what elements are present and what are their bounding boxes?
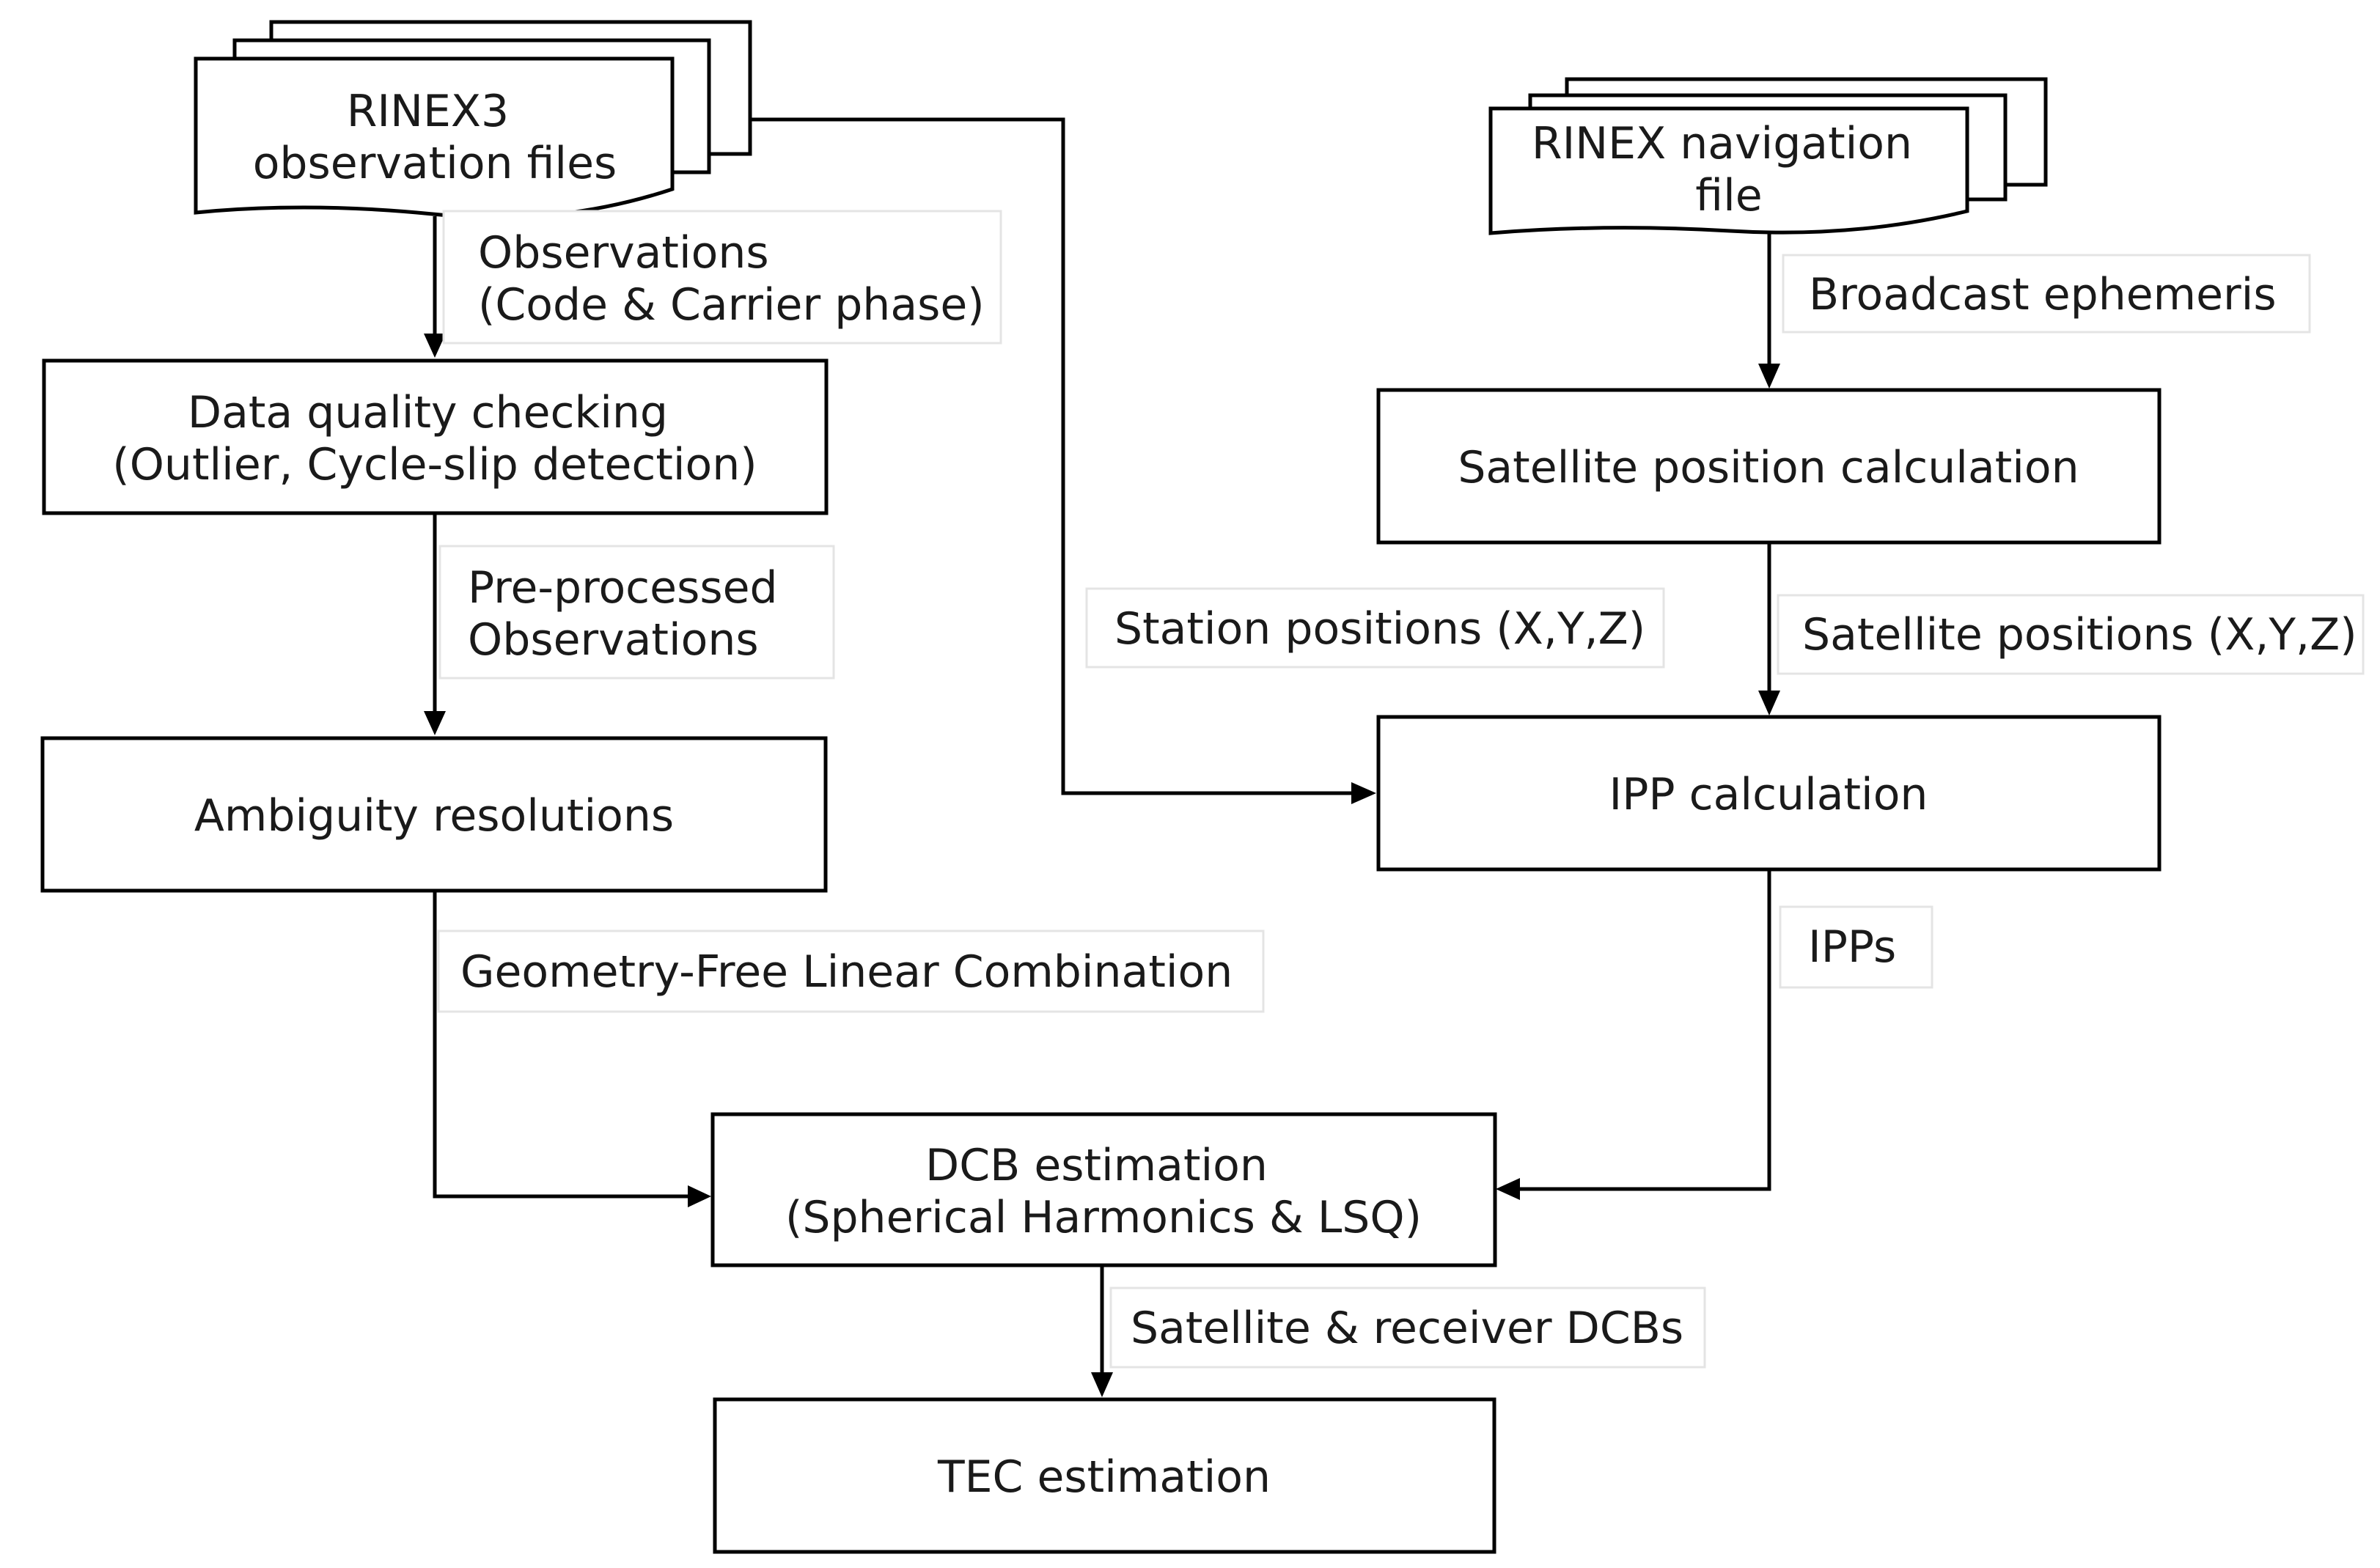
ambiguity-resolutions-label: Ambiguity resolutions [194,790,674,842]
data-quality-checking-box: Data quality checking (Outlier, Cycle-sl… [42,358,829,515]
tec-estimation-box: TEC estimation [713,1397,1496,1554]
edge-label-gflc: Geometry-Free Linear Combination [437,930,1265,1013]
edge-dcb-to-tec-head [1091,1372,1113,1397]
rinex3-doc-front [194,56,675,220]
edge-ipp-to-dcb [1520,869,1771,1191]
edge-label-ipps: IPPs [1779,905,1933,989]
ipp-calculation-label: IPP calculation [1609,769,1928,820]
edge-label-dcbs: Satellite & receiver DCBs [1109,1287,1706,1369]
edge-rinex3-to-ipp [750,117,1351,795]
edge-ambiguity-to-dcb-head [688,1185,711,1207]
rinex3-label: RINEX3 observation files [253,86,617,189]
svg-text:IPPs: IPPs [1808,921,1896,973]
rinex-navigation-file: RINEX navigation file [1488,77,2048,235]
svg-text:Broadcast ephemeris: Broadcast ephemeris [1809,269,2277,320]
dcb-estimation-label: DCB estimation (Spherical Harmonics & LS… [785,1140,1422,1243]
satellite-position-calculation-box: Satellite position calculation [1376,388,2162,545]
connectors [424,117,1780,1397]
rinex-nav-doc-front [1488,106,1969,235]
edge-rinex3-to-quality-head [424,334,446,358]
rinex-nav-label: RINEX navigation file [1532,118,1926,221]
edge-label-satellite-positions: Satellite positions (X,Y,Z) [1777,594,2365,675]
svg-text:Satellite positions (X,Y,Z): Satellite positions (X,Y,Z) [1802,609,2357,660]
svg-text:Satellite & receiver DCBs: Satellite & receiver DCBs [1131,1303,1683,1354]
edge-label-ephemeris: Broadcast ephemeris [1782,254,2311,334]
edge-quality-to-ambiguity-head [424,711,446,735]
tec-estimation-label: TEC estimation [937,1451,1271,1503]
edge-ipp-to-dcb-head [1496,1178,1520,1200]
svg-text:Geometry-Free Linear Combinati: Geometry-Free Linear Combination [460,946,1233,998]
edge-label-preprocessed: Pre-processed Observations [438,545,835,680]
edge-rinex3-to-ipp-head [1351,782,1376,804]
dcb-estimation-box: DCB estimation (Spherical Harmonics & LS… [710,1112,1497,1267]
edge-ambiguity-to-dcb [433,891,688,1199]
edge-label-station-positions: Station positions (X,Y,Z) [1085,587,1665,669]
svg-text:Station positions (X,Y,Z): Station positions (X,Y,Z) [1114,603,1645,655]
svg-text:Pre-processed Observatio: Pre-processed Observations [468,562,792,666]
data-quality-checking-label: Data quality checking (Outlier, Cycle-sl… [112,387,757,490]
ipp-calculation-box: IPP calculation [1376,715,2162,872]
satellite-position-calculation-label: Satellite position calculation [1458,442,2079,493]
svg-text:Observations (Code & Car: Observations (Code & Carrier phase) [478,227,985,331]
edge-label-observations: Observations (Code & Carrier phase) [442,210,1002,345]
ambiguity-resolutions-box: Ambiguity resolutions [40,736,828,893]
edge-nav-to-satpos-head [1758,364,1780,389]
rinex3-observation-files: RINEX3 observation files [194,20,752,220]
edge-satpos-to-ipp-head [1758,691,1780,715]
